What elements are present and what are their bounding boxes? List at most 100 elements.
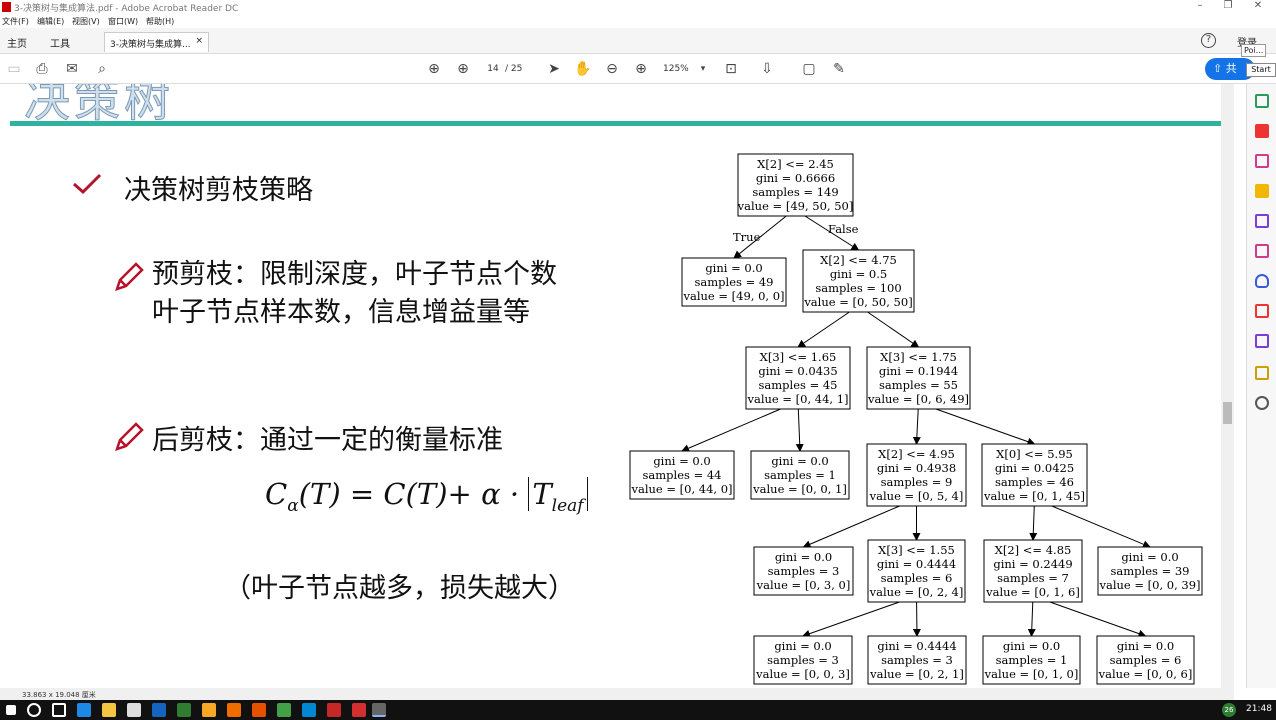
protect-icon[interactable] — [1255, 274, 1269, 288]
app-icon-yellow[interactable] — [202, 703, 216, 717]
app-icon-green2[interactable] — [277, 703, 291, 717]
page-fit-icon[interactable]: ⊡ — [725, 61, 737, 77]
email-icon[interactable]: ✉ — [66, 61, 78, 77]
app-icon-blue2[interactable] — [302, 703, 316, 717]
pre-pruning-text: 预剪枝：限制深度，叶子节点个数 叶子节点样本数，信息增益量等 — [152, 256, 557, 332]
print-icon[interactable]: ⎙ — [36, 61, 48, 77]
vertical-scrollbar[interactable] — [1221, 84, 1234, 688]
tree-node-line: samples = 55 — [879, 378, 958, 392]
send-sign-icon[interactable] — [1255, 334, 1269, 348]
tree-node-line: samples = 44 — [643, 468, 722, 482]
minimize-icon[interactable]: – — [1197, 0, 1203, 11]
more-tools-icon[interactable] — [1255, 396, 1269, 410]
next-page-icon[interactable]: ⊕ — [457, 61, 469, 77]
create-pdf-icon[interactable] — [1255, 124, 1269, 138]
tree-node-box — [681, 257, 787, 307]
formula-abs: Tleaf — [528, 477, 588, 516]
tree-edge — [867, 311, 920, 348]
formula-alpha-sub: α — [287, 495, 299, 516]
cortana-icon[interactable] — [27, 703, 41, 717]
toolbar: ▭ ⎙ ✉ ⌕ ⊕ ⊕ ➤ ✋ ⊖ ⊕ ▾ ⊡ ⇩ ▢ ✎ — [0, 54, 1276, 84]
combine-files-icon[interactable] — [1255, 214, 1269, 228]
tree-node-line: value = [0, 0, 39] — [1098, 578, 1200, 592]
tab-home[interactable]: 主页 — [7, 39, 27, 50]
store-icon[interactable] — [127, 703, 141, 717]
close-icon[interactable]: ✕ — [1253, 0, 1263, 11]
menu-edit[interactable]: 编辑(E) — [37, 17, 65, 26]
edge-icon[interactable] — [77, 703, 91, 717]
tree-edge — [1029, 505, 1038, 541]
zoom-level-field[interactable]: 125% — [663, 64, 689, 74]
previous-page-icon[interactable]: ⊕ — [428, 61, 440, 77]
tree-node-box — [982, 635, 1081, 685]
document-page: 决策树 决策树剪枝策略 预剪枝：限制深度，叶子节点个数 叶子节点样本数，信息增益… — [0, 84, 1234, 688]
tree-node-line: value = [0, 2, 4] — [869, 585, 964, 599]
explorer-icon[interactable] — [102, 703, 116, 717]
active-window-icon[interactable] — [372, 703, 386, 717]
organize-pages-icon[interactable] — [1255, 154, 1269, 168]
pencil-icon — [115, 422, 144, 451]
tree-node-line: gini = 0.5 — [830, 267, 887, 281]
menu-help[interactable]: 帮助(H) — [146, 17, 175, 26]
menu-bar: 文件(F) 编辑(E) 视图(V) 窗口(W) 帮助(H) — [0, 14, 1276, 28]
search-icon[interactable]: ⌕ — [98, 61, 106, 77]
tree-node-line: gini = 0.0 — [653, 454, 710, 468]
taskbar-clock: 21:48 — [1246, 704, 1272, 714]
tree-edges — [681, 215, 1151, 638]
zoom-dropdown-icon[interactable]: ▾ — [700, 64, 706, 74]
hand-tool-icon[interactable]: ✋ — [574, 61, 592, 77]
acrobat-taskbar-icon[interactable] — [352, 703, 366, 717]
app-icon-orange[interactable] — [227, 703, 241, 717]
compress-icon[interactable] — [1255, 304, 1269, 318]
tree-node-line: value = [49, 50, 50] — [737, 199, 854, 213]
save-icon[interactable]: ▭ — [7, 61, 21, 77]
menu-file[interactable]: 文件(F) — [2, 17, 29, 26]
start-icon[interactable] — [6, 705, 16, 715]
app-icon-blue[interactable] — [152, 703, 166, 717]
tab-document-label: 3-决策树与集成算... — [110, 40, 191, 50]
app-icon-orange2[interactable] — [252, 703, 266, 717]
scroll-mode-icon[interactable]: ⇩ — [761, 61, 773, 77]
share-button[interactable]: ⇧ 共 — [1205, 58, 1255, 80]
tab-close-icon[interactable]: × — [195, 36, 203, 46]
tree-node-box — [867, 539, 966, 603]
formula-t: T — [532, 477, 552, 511]
comment-tool-icon[interactable] — [1255, 184, 1269, 198]
tree-node-line: gini = 0.2449 — [993, 557, 1072, 571]
section-heading: 决策树剪枝策略 — [124, 175, 313, 206]
tab-tools[interactable]: 工具 — [50, 39, 70, 50]
tab-document[interactable]: 3-决策树与集成算... × — [104, 32, 209, 52]
scrollbar-thumb[interactable] — [1223, 402, 1232, 424]
comment-icon[interactable]: ▢ — [802, 61, 816, 77]
app-icon-green[interactable] — [177, 703, 191, 717]
help-icon[interactable]: ? — [1201, 33, 1216, 48]
maximize-icon[interactable]: ❐ — [1223, 0, 1233, 11]
menu-view[interactable]: 视图(V) — [72, 17, 100, 26]
page-number-input[interactable]: 14 — [487, 64, 499, 74]
prepare-form-icon[interactable] — [1255, 366, 1269, 380]
tree-node-line: samples = 100 — [815, 281, 901, 295]
export-pdf-icon[interactable] — [1255, 94, 1269, 108]
task-view-icon[interactable] — [52, 703, 66, 717]
notification-badge[interactable]: 26 — [1222, 703, 1236, 717]
menu-window[interactable]: 窗口(W) — [108, 17, 139, 26]
tree-node-line: gini = 0.0 — [705, 261, 762, 275]
highlight-pen-icon[interactable]: ✎ — [833, 61, 845, 77]
horizontal-scrollbar[interactable]: 33.863 x 19.048 厘米 — [0, 688, 1234, 700]
zoom-in-icon[interactable]: ⊕ — [635, 61, 647, 77]
fill-sign-icon[interactable] — [1255, 244, 1269, 258]
window-title: 3-决策树与集成算法.pdf - Adobe Acrobat Reader DC — [14, 4, 239, 14]
tree-node-line: samples = 46 — [995, 475, 1074, 489]
select-tool-icon[interactable]: ➤ — [548, 61, 560, 77]
zoom-out-icon[interactable]: ⊖ — [606, 61, 618, 77]
tree-node-line: value = [0, 0, 1] — [752, 482, 847, 496]
signin-link[interactable]: 登录 — [1237, 34, 1257, 49]
app-icon-red[interactable] — [327, 703, 341, 717]
tree-node-line: value = [0, 0, 3] — [755, 667, 850, 681]
